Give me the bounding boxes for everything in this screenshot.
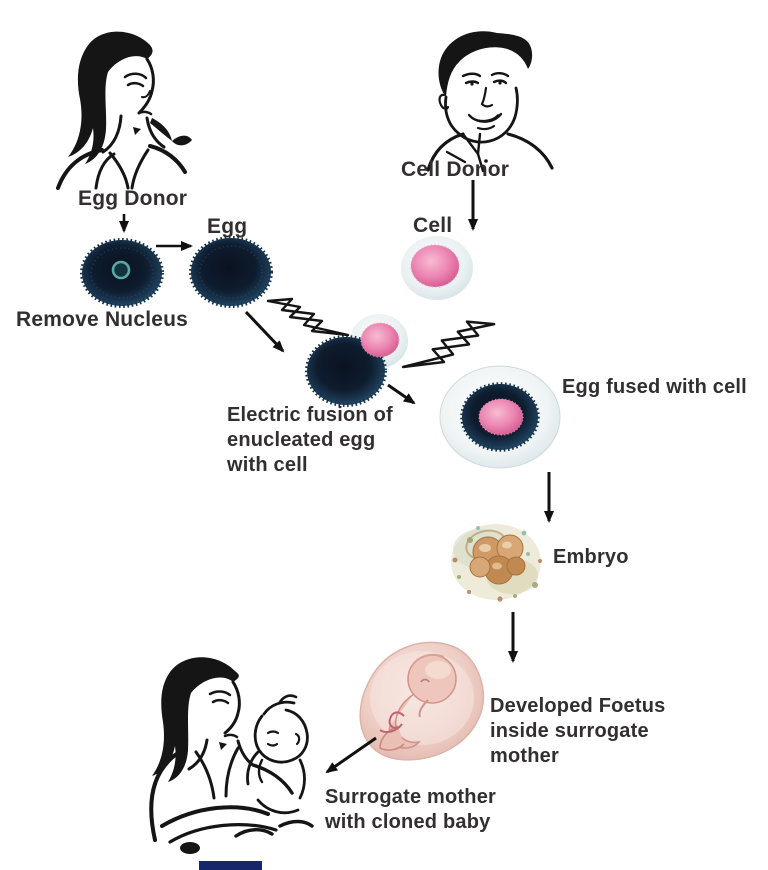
- developed-foetus-line2: inside surrogate: [490, 720, 649, 742]
- fusion-pair: [305, 314, 408, 407]
- egg-nucleus: [113, 262, 129, 278]
- fused-cell: [439, 365, 561, 469]
- woman-pendant: [133, 127, 141, 135]
- electric-fusion-line1: Electric fusion of: [227, 404, 393, 426]
- man-hair: [438, 31, 533, 98]
- egg-cell-with-nucleus: [80, 238, 164, 308]
- developed-foetus-label: Developed Foetus inside surrogate mother: [490, 694, 665, 769]
- remove-nucleus-label: Remove Nucleus: [16, 308, 189, 331]
- arrow-fusion-to-fused: [387, 383, 416, 405]
- developed-foetus-line3: mother: [490, 745, 559, 767]
- arrow-foetus-to-mother: [325, 736, 377, 774]
- electric-fusion-line2: enucleated egg: [227, 429, 376, 451]
- lightning-bolt-left: [266, 297, 350, 337]
- surrogate-mother-line1: Surrogate mother: [325, 786, 497, 808]
- egg-label: Egg: [207, 215, 248, 238]
- donor-cell: [401, 236, 473, 300]
- cell-donor-illustration: [426, 31, 554, 173]
- egg-donor-label: Egg Donor: [78, 187, 188, 210]
- egg-fused-label: Egg fused with cell: [562, 376, 747, 398]
- surrogate-mother-line2: with cloned baby: [325, 811, 491, 833]
- embryo-label: Embryo: [553, 546, 629, 568]
- surrogate-mother-label: Surrogate mother with cloned baby: [325, 785, 496, 835]
- electric-fusion-line3: with cell: [227, 454, 308, 476]
- woman-hair: [68, 31, 153, 164]
- watermark-strip: [199, 861, 262, 870]
- developed-foetus-line1: Developed Foetus: [490, 695, 666, 717]
- lightning-bolt-right: [401, 320, 496, 369]
- fused-cell-nucleus: [479, 399, 523, 435]
- cell-label: Cell: [413, 214, 453, 237]
- arrow-to-fusion: [244, 310, 285, 353]
- surrogate-mother-illustration: [149, 657, 314, 854]
- mother-hair: [152, 657, 239, 782]
- cell-donor-label: Cell Donor: [401, 158, 510, 181]
- egg-donor-illustration: [56, 31, 192, 190]
- embryo-illustration: [451, 524, 542, 602]
- enucleated-egg-cell: [189, 236, 273, 308]
- foetus-illustration: [359, 641, 485, 761]
- electric-fusion-label: Electric fusion of enucleated egg with c…: [227, 403, 393, 478]
